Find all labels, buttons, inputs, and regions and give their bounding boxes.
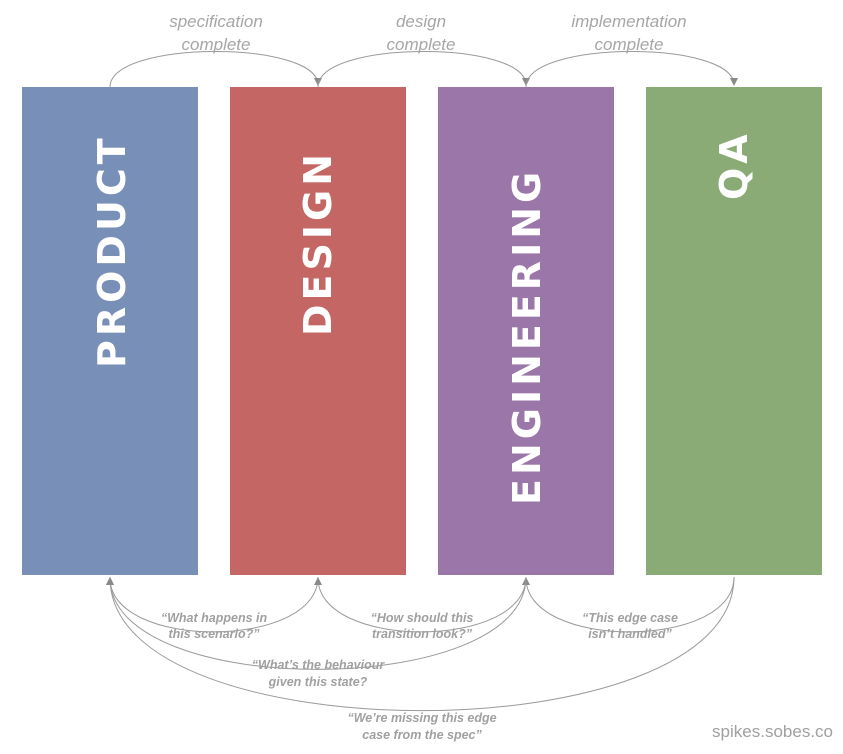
column-label-engineering: ENGINEERING	[505, 168, 549, 505]
handoff-label-3-line2: complete	[595, 35, 664, 54]
column-label-design: DESIGN	[296, 150, 340, 336]
feedback-label-1-line1: “What happens in	[161, 611, 268, 625]
column-label-product: PRODUCT	[90, 134, 134, 368]
feedback-label-2-line1: “How should this	[371, 611, 474, 625]
feedback-arc-engineering-product	[106, 576, 527, 670]
feedback-label-1-line2: this scenario?”	[169, 627, 261, 641]
feedback-label-4-line1: “What’s the behaviour	[252, 658, 386, 672]
column-product	[22, 87, 198, 575]
handoff-label-1-line2: complete	[182, 35, 251, 54]
handoff-label-2-line1: design	[396, 12, 446, 31]
feedback-arc-qa-product	[106, 576, 735, 712]
handoff-arc-product-design	[109, 51, 322, 88]
column-design	[230, 87, 406, 575]
column-engineering	[438, 87, 614, 575]
feedback-arc-engineering-design	[314, 576, 527, 633]
feedback-label-5-line2: case from the spec”	[362, 728, 482, 742]
handoff-label-3-line1: implementation	[571, 12, 686, 31]
feedback-label-3-line1: “This edge case	[582, 611, 678, 625]
handoff-label-2-line2: complete	[387, 35, 456, 54]
feedback-arc-design-product	[106, 576, 319, 633]
handoff-arc-engineering-qa	[525, 51, 738, 88]
feedback-label-5-line1: “We’re missing this edge	[347, 711, 496, 725]
feedback-label-4-line2: given this state?	[268, 675, 368, 689]
feedback-label-2-line2: transition look?”	[372, 627, 473, 641]
feedback-arc-qa-engineering	[522, 576, 735, 633]
column-label-qa: QA	[712, 130, 756, 200]
handoff-arc-design-engineering	[317, 51, 530, 88]
watermark-text: spikes.sobes.co	[712, 722, 833, 741]
feedback-label-3-line2: isn’t handled”	[588, 627, 672, 641]
handoff-label-1-line1: specification	[169, 12, 263, 31]
column-qa	[646, 87, 822, 575]
